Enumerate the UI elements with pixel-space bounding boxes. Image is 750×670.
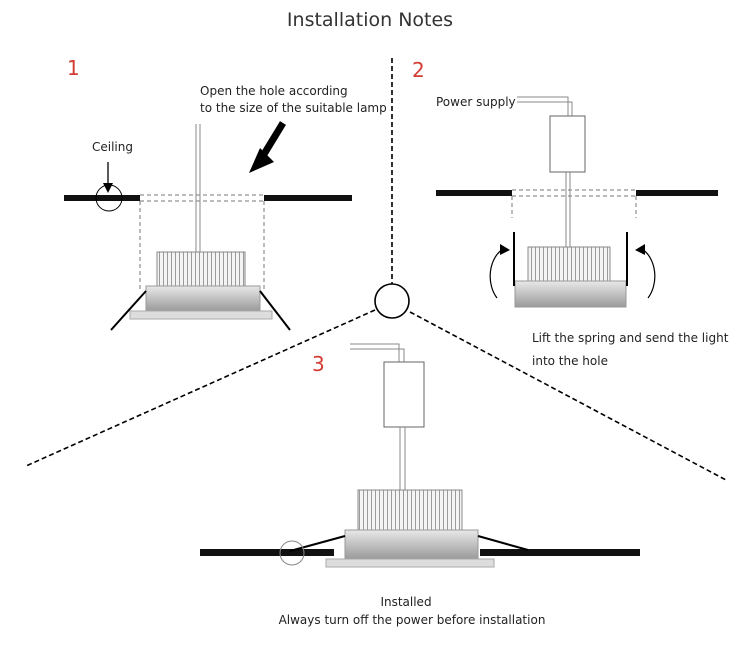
step3-number: 3 bbox=[312, 352, 325, 376]
step3-status: Installed bbox=[380, 595, 432, 609]
step1-lamp-heatsink bbox=[156, 251, 246, 287]
step1-ceiling-label: Ceiling bbox=[92, 140, 133, 154]
step2-driver-box bbox=[549, 115, 586, 173]
page-title: Installation Notes bbox=[286, 9, 454, 31]
step2-lamp-heatsink bbox=[527, 246, 611, 282]
step2-illustration bbox=[436, 96, 718, 308]
step1-lamp-trim bbox=[129, 310, 273, 320]
step2-lamp-body bbox=[514, 280, 627, 308]
ceiling-pointer-icon bbox=[103, 183, 113, 193]
rotate-arrow-icon bbox=[489, 244, 656, 299]
step1-ceiling-left bbox=[64, 195, 140, 201]
center-circle-marker-icon bbox=[374, 283, 410, 319]
step2-instruction: Lift the spring and send the light into … bbox=[532, 331, 729, 368]
step1-ceiling-right bbox=[264, 195, 352, 201]
arrow-down-left-icon bbox=[249, 121, 286, 173]
step1-number: 1 bbox=[67, 56, 80, 80]
step3-lamp-heatsink bbox=[357, 489, 463, 531]
step3-illustration bbox=[200, 343, 640, 568]
step1-illustration bbox=[64, 121, 352, 331]
divider-lines bbox=[25, 58, 727, 481]
step3-lamp-trim bbox=[325, 558, 495, 568]
step3-warning: Always turn off the power before install… bbox=[278, 613, 546, 627]
step3-ceiling-right bbox=[480, 549, 640, 556]
step3-ceiling-left bbox=[200, 549, 334, 556]
spring-circle-marker-icon bbox=[279, 540, 305, 566]
step2-ceiling-right bbox=[636, 190, 718, 196]
step2-ceiling-left bbox=[436, 190, 512, 196]
step3-driver-box bbox=[383, 361, 425, 428]
step3-lamp-body bbox=[344, 529, 479, 560]
step1-hole-note: Open the hole according to the size of t… bbox=[200, 84, 387, 115]
step2-power-label: Power supply bbox=[436, 95, 516, 109]
step2-number: 2 bbox=[412, 58, 425, 82]
step1-lamp-body bbox=[145, 285, 261, 312]
